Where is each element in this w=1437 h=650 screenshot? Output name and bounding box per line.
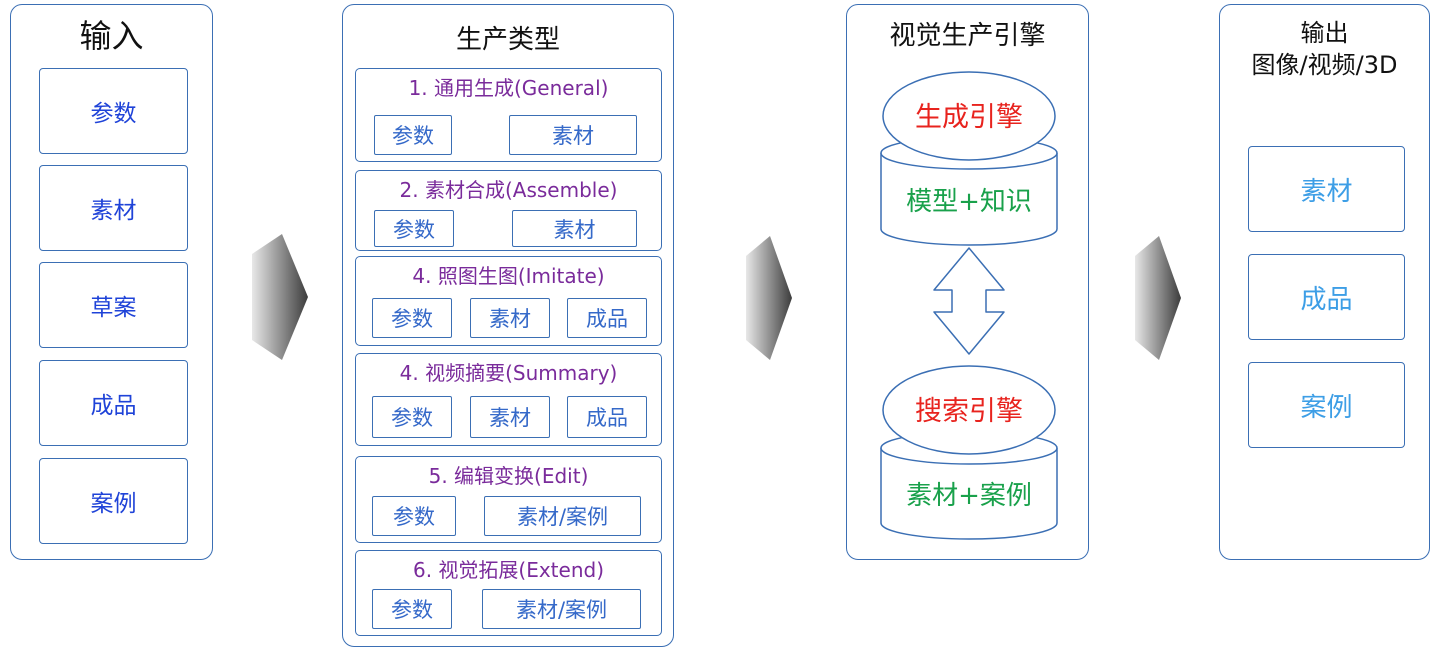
output-title-line1: 输出 — [1300, 19, 1349, 47]
type-group-edit: 5. 编辑变换(Edit) 参数 素材/案例 — [355, 456, 662, 543]
bidirectional-arrow-icon — [933, 247, 1005, 355]
type-item-params: 参数 — [372, 496, 456, 536]
type-item-material: 素材 — [512, 210, 637, 247]
production-types-title: 生产类型 — [455, 25, 560, 55]
engine-diagram: 生成引擎 模型+知识 搜索引擎 素材+案例 — [880, 71, 1058, 540]
type-item-params: 参数 — [372, 396, 452, 438]
type-group-title: 2. 素材合成(Assemble) — [399, 178, 618, 202]
type-item-material: 素材 — [470, 298, 550, 338]
output-item-product: 成品 — [1248, 254, 1405, 340]
output-panel: 输出 图像/视频/3D 素材 成品 案例 — [1219, 4, 1430, 560]
output-item-material: 素材 — [1248, 146, 1405, 232]
type-item-material-case: 素材/案例 — [482, 589, 641, 629]
type-group-extend: 6. 视觉拓展(Extend) 参数 素材/案例 — [355, 550, 662, 636]
flow-arrow-icon — [252, 234, 308, 360]
input-item-product: 成品 — [39, 360, 188, 446]
flow-arrow-icon — [746, 236, 792, 360]
type-group-general: 1. 通用生成(General) 参数 素材 — [355, 68, 662, 162]
engine-panel: 视觉生产引擎 生成引擎 模型+知识 搜索引擎 素材+案例 — [846, 4, 1089, 560]
type-item-params: 参数 — [372, 298, 452, 338]
input-item-params: 参数 — [39, 68, 188, 154]
type-item-material: 素材 — [509, 115, 637, 155]
type-group-title: 1. 通用生成(General) — [408, 76, 609, 100]
type-item-product: 成品 — [567, 298, 647, 338]
type-item-params: 参数 — [374, 210, 454, 247]
type-item-material: 素材 — [470, 396, 550, 438]
model-knowledge-label: 模型+知识 — [906, 187, 1032, 217]
generation-engine-cylinder-icon: 生成引擎 模型+知识 — [880, 71, 1058, 246]
input-title: 输入 — [79, 17, 144, 55]
search-engine-cylinder-icon: 搜索引擎 素材+案例 — [880, 365, 1058, 540]
input-panel: 输入 参数 素材 草案 成品 案例 — [10, 4, 213, 560]
input-item-draft: 草案 — [39, 262, 188, 348]
type-item-material-case: 素材/案例 — [484, 496, 641, 536]
material-case-label: 素材+案例 — [906, 481, 1032, 511]
output-title-line2: 图像/视频/3D — [1251, 51, 1398, 79]
type-item-product: 成品 — [567, 396, 647, 438]
generation-engine-label: 生成引擎 — [915, 102, 1023, 133]
input-item-material: 素材 — [39, 165, 188, 251]
input-item-case: 案例 — [39, 458, 188, 544]
type-item-params: 参数 — [372, 589, 452, 629]
engine-title: 视觉生产引擎 — [889, 21, 1046, 51]
search-engine-label: 搜索引擎 — [915, 396, 1023, 427]
type-group-title: 4. 照图生图(Imitate) — [412, 264, 605, 288]
production-types-panel: 生产类型 1. 通用生成(General) 参数 素材 2. 素材合成(Asse… — [342, 4, 674, 647]
type-group-title: 4. 视频摘要(Summary) — [399, 361, 618, 385]
output-item-case: 案例 — [1248, 362, 1405, 448]
type-group-imitate: 4. 照图生图(Imitate) 参数 素材 成品 — [355, 256, 662, 346]
type-group-summary: 4. 视频摘要(Summary) 参数 素材 成品 — [355, 353, 662, 446]
type-group-assemble: 2. 素材合成(Assemble) 参数 素材 — [355, 170, 662, 251]
type-group-title: 6. 视觉拓展(Extend) — [412, 558, 605, 582]
type-item-params: 参数 — [374, 115, 452, 155]
type-group-title: 5. 编辑变换(Edit) — [428, 464, 589, 488]
flow-arrow-icon — [1135, 236, 1181, 360]
